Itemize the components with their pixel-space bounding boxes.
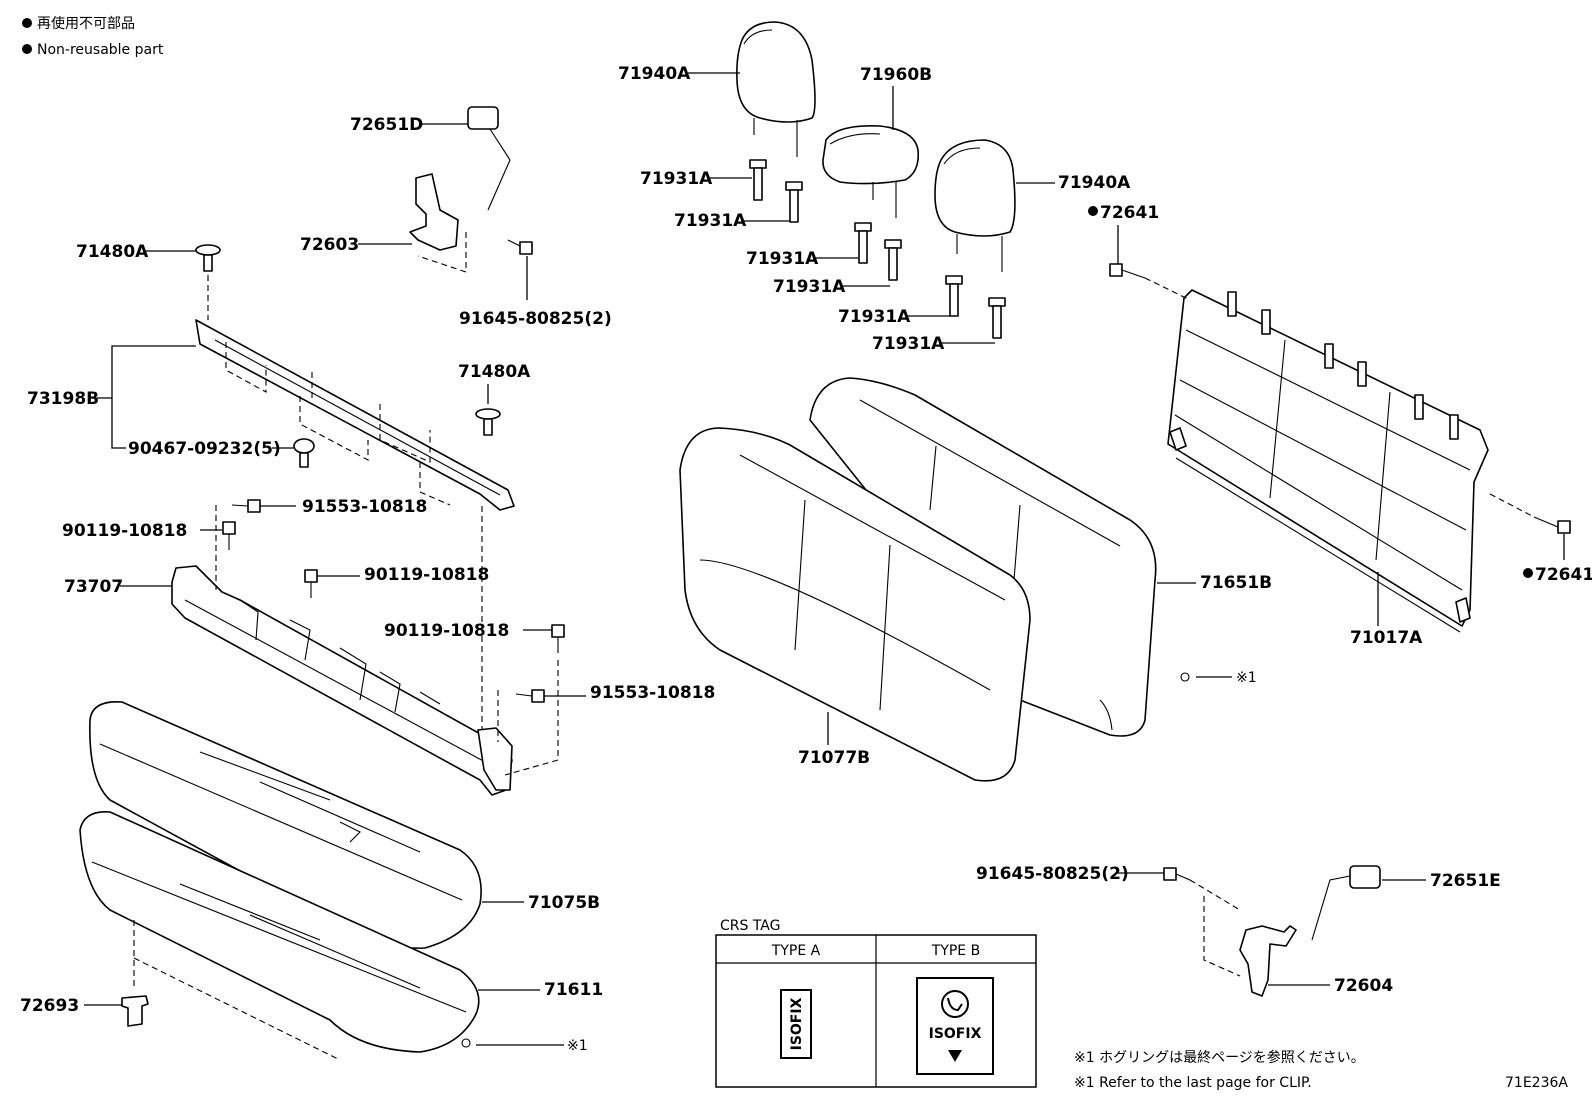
label-72603: 72603: [300, 235, 359, 255]
label-71931A-6: 71931A: [872, 334, 945, 354]
cushion-71075B: [89, 701, 482, 949]
label-71931A-4: 71931A: [773, 277, 846, 297]
label-90119-a: 90119-10818: [62, 521, 187, 541]
label-72641-top: 72641: [1100, 203, 1159, 223]
label-91553-a: 91553-10818: [302, 497, 427, 517]
clip-reference-mid: ※1: [1236, 670, 1257, 686]
crs-tag-title: CRS TAG: [720, 918, 780, 934]
clip-72693: [121, 920, 341, 1061]
bolt-90119-b: [304, 569, 360, 598]
label-71611: 71611: [544, 980, 603, 1000]
label-71075B: 71075B: [528, 893, 600, 913]
isofix-type-a: ISOFIX: [789, 997, 805, 1050]
frame-hooks: [1227, 291, 1459, 440]
label-71931A-3: 71931A: [746, 249, 819, 269]
legend-english: Non-reusable part: [37, 42, 164, 58]
headrest-center: [822, 124, 920, 218]
crs-tag-panel: CRS TAG TYPE A TYPE B ISOFIX ISOFIX: [715, 918, 1037, 1088]
legend-japanese: 再使用不可部品: [37, 15, 135, 32]
label-71480A-left: 71480A: [76, 242, 149, 262]
label-91645-top: 91645-80825(2): [459, 309, 612, 329]
clip-71480A-mid: [475, 408, 501, 436]
label-72604: 72604: [1334, 976, 1393, 996]
label-72651E: 72651E: [1430, 871, 1501, 891]
label-71931A-1: 71931A: [640, 169, 713, 189]
label-73707: 73707: [64, 577, 123, 597]
bolt-72641-top: [1109, 263, 1191, 301]
screw-91645-bottom: [1116, 867, 1241, 977]
seatback-frame: [1167, 289, 1489, 633]
bolt-72641-right: [1489, 493, 1571, 534]
label-71960B: 71960B: [860, 65, 932, 85]
arrow-down-icon: [948, 1050, 962, 1062]
label-72693: 72693: [20, 996, 79, 1016]
clip-reference-bottom: ※1: [567, 1038, 588, 1054]
screw-90467: [293, 438, 315, 468]
non-reusable-dot-icon: [1523, 568, 1533, 578]
child-seat-icon: [941, 990, 969, 1018]
label-90119-b: 90119-10818: [364, 565, 489, 585]
note-english: ※1 Refer to the last page for CLIP.: [1074, 1075, 1312, 1091]
non-reusable-dot-icon: [22, 44, 32, 54]
bolt-91553-a: [231, 499, 296, 513]
label-71480A-mid: 71480A: [458, 362, 531, 382]
label-72651D: 72651D: [350, 115, 423, 135]
label-71931A-5: 71931A: [838, 307, 911, 327]
crs-type-a-header: TYPE A: [771, 943, 821, 959]
bracket-72603: [409, 173, 467, 273]
non-reusable-dot-icon: [1088, 206, 1098, 216]
label-91645-bottom: 91645-80825(2): [976, 864, 1129, 884]
label-71940A-left: 71940A: [618, 64, 691, 84]
label-71017A: 71017A: [1350, 628, 1423, 648]
frame-73707: [171, 565, 513, 796]
label-90467: 90467-09232(5): [128, 439, 281, 459]
label-72641-right: 72641: [1535, 565, 1592, 585]
label-91553-b: 91553-10818: [590, 683, 715, 703]
diagram-reference-code: 71E236A: [1505, 1075, 1568, 1091]
label-90119-c: 90119-10818: [384, 621, 509, 641]
label-73198B: 73198B: [27, 389, 99, 409]
bolt-91553-b: [515, 689, 545, 703]
seatback-71077B: [679, 427, 1031, 782]
screw-91645-top: [507, 239, 533, 300]
note-japanese: ※1 ホグリングは最終ページを参照ください。: [1074, 1049, 1365, 1066]
label-71077B: 71077B: [798, 748, 870, 768]
label-71651B: 71651B: [1200, 573, 1272, 593]
isofix-type-b: ISOFIX: [929, 1026, 982, 1042]
bolt-90119-c: [551, 624, 565, 653]
headrest-guides: [749, 159, 1006, 339]
cover-73198B: [195, 319, 515, 511]
headrest-right: [934, 139, 1016, 272]
bolt-90119-a: [222, 521, 236, 550]
crs-type-b-header: TYPE B: [931, 943, 980, 959]
pad-71611: [79, 811, 480, 1053]
clip-71480A-left: [195, 244, 221, 320]
headrest-left: [736, 21, 816, 157]
label-71940A-right: 71940A: [1058, 173, 1131, 193]
non-reusable-dot-icon: [22, 18, 32, 28]
hook-72651D: [467, 106, 511, 211]
bracket-72604: [1239, 925, 1297, 997]
label-71931A-2: 71931A: [674, 211, 747, 231]
hook-72651E: [1311, 865, 1381, 941]
